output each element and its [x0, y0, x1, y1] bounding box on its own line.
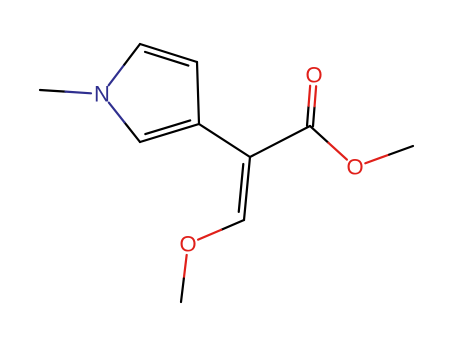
bond-ch3_n-n1-half-b [64, 90, 93, 95]
bond-cest-o_ester-half-a [308, 124, 330, 144]
bond-layer [38, 42, 415, 304]
bond-c5-n1-half-a [123, 121, 142, 144]
atom-label-o-carbonyl: O [305, 63, 322, 88]
bond-cb-o_methoxy-half-b [197, 228, 223, 241]
bond-o_ester-ch3_e-half-a [364, 153, 391, 165]
bond-c4-c5-inner [144, 119, 192, 136]
bond-cest-o_ester-half-b [327, 141, 348, 161]
bond-c3-c4 [195, 60, 201, 126]
bond-c4-ca [197, 122, 252, 159]
bond-cest-o_carbonyl-2-half-a [305, 104, 310, 127]
bond-cest-o_carbonyl-1-half-a [311, 105, 316, 128]
bond-n1-c2-half-b [123, 42, 142, 66]
atom-label-o-methoxy: O [179, 232, 196, 257]
bond-c2-c3 [138, 42, 199, 64]
bond-o_methoxy-ch3_m-half-a [182, 253, 188, 280]
bond-ch3_n-n1-half-a [38, 88, 67, 93]
atom-label-o-ester: O [346, 155, 363, 180]
bond-c2-c3-inner [143, 50, 190, 67]
atom-label-n1: N [94, 82, 110, 107]
bond-c4-c5 [138, 122, 201, 144]
atom-label-layer: N O O O [94, 63, 364, 257]
bond-ca-cb-inner [237, 162, 245, 213]
bond-cest-o_carbonyl-1-half-b [313, 85, 318, 108]
bond-o_methoxy-ch3_m-half-b [179, 277, 185, 304]
bond-o_ester-ch3_e-half-b [388, 144, 415, 156]
bond-ca-cb [242, 155, 252, 222]
bond-c5-n1-half-b [107, 101, 126, 124]
bond-cb-o_methoxy-half-a [219, 218, 246, 231]
bond-ca-cest [248, 124, 312, 159]
bond-cest-o_carbonyl-2-half-b [307, 84, 312, 107]
bond-n1-c2-half-a [107, 63, 126, 87]
